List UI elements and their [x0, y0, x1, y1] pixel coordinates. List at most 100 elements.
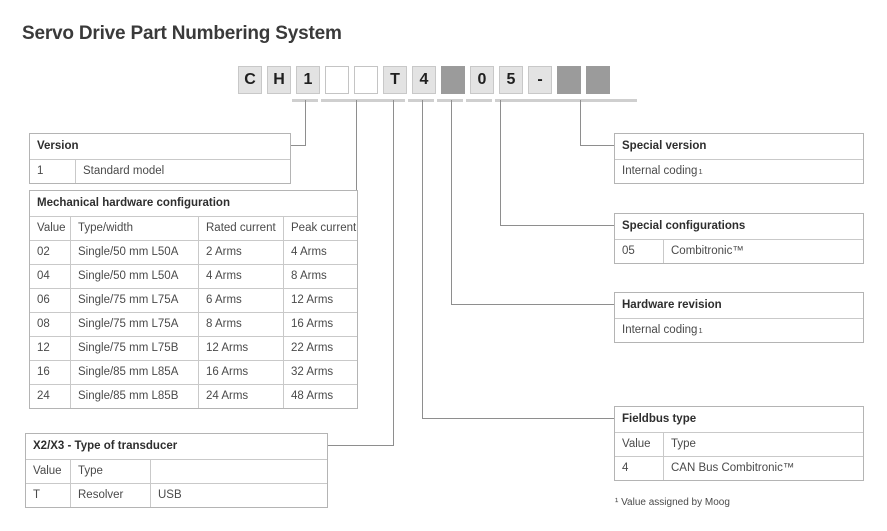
code-box-13[interactable] [586, 66, 610, 94]
leader-special-version-v [580, 100, 581, 145]
special-configurations-title: Special configurations [622, 219, 746, 232]
table-row: Fieldbus type [615, 407, 863, 432]
leader-cap-mechanical [321, 99, 405, 102]
table-row: 16 Single/85 mm L85A 16 Arms 32 Arms [30, 360, 357, 384]
code-box-separator: - [528, 66, 552, 94]
version-desc: Standard model [75, 160, 290, 183]
mechanical-header-peak-current: Peak current [283, 217, 357, 240]
mechanical-cell-rated: 8 Arms [198, 313, 283, 336]
leader-fieldbus-v [422, 100, 423, 418]
transducer-header-type: Type [70, 460, 150, 483]
code-box-2[interactable]: H [267, 66, 291, 94]
mechanical-cell-rated: 2 Arms [198, 241, 283, 264]
table-row: Mechanical hardware configuration [30, 191, 357, 216]
leader-special-configurations-v [500, 100, 501, 225]
table-row: 1 Standard model [30, 159, 290, 183]
page-title: Servo Drive Part Numbering System [22, 23, 342, 44]
mechanical-cell-rated: 4 Arms [198, 265, 283, 288]
mechanical-cell-type: Single/85 mm L85A [70, 361, 198, 384]
code-box-7[interactable]: 4 [412, 66, 436, 94]
mechanical-cell-type: Single/75 mm L75A [70, 313, 198, 336]
leader-version-v [305, 100, 306, 145]
table-row: X2/X3 - Type of transducer [26, 434, 327, 459]
transducer-cell-type: Resolver [70, 484, 150, 507]
mechanical-cell-value: 06 [37, 293, 50, 306]
mechanical-cell-type: Single/50 mm L50A [70, 265, 198, 288]
mechanical-cell-peak: 4 Arms [283, 241, 357, 264]
table-mechanical-hardware-configuration: Mechanical hardware configuration Value … [29, 190, 358, 409]
mechanical-cell-value: 08 [37, 317, 50, 330]
fieldbus-title: Fieldbus type [622, 412, 697, 425]
table-row: 06 Single/75 mm L75A 6 Arms 12 Arms [30, 288, 357, 312]
leader-cap-transducer [408, 99, 434, 102]
special-configurations-value: 05 [622, 244, 635, 257]
code-box-10[interactable]: 5 [499, 66, 523, 94]
mechanical-cell-value: 12 [37, 341, 50, 354]
table-row: Special version [615, 134, 863, 159]
table-fieldbus-type: Fieldbus type Value Type 4 CAN Bus Combi… [614, 406, 864, 481]
mechanical-cell-peak: 16 Arms [283, 313, 357, 336]
transducer-header-value: Value [33, 464, 62, 477]
mechanical-header-type-width: Type/width [70, 217, 198, 240]
hardware-revision-desc-text: Internal coding [622, 323, 698, 336]
fieldbus-cell-value: 4 [622, 461, 629, 474]
code-box-8[interactable] [441, 66, 465, 94]
mechanical-cell-peak: 48 Arms [283, 385, 357, 408]
code-box-4[interactable] [325, 66, 349, 94]
mechanical-cell-peak: 12 Arms [283, 289, 357, 312]
table-header-row: Value Type [26, 459, 327, 483]
mechanical-cell-value: 24 [37, 389, 50, 402]
mechanical-cell-rated: 12 Arms [198, 337, 283, 360]
version-title: Version [37, 139, 79, 152]
leader-special-version-h [580, 145, 614, 146]
fieldbus-header-value: Value [622, 437, 651, 450]
fieldbus-cell-type: CAN Bus Combitronic™ [663, 457, 863, 480]
transducer-cell-interface: USB [150, 484, 327, 507]
table-row: Hardware revision [615, 293, 863, 318]
fieldbus-header-type: Type [663, 433, 863, 456]
version-value: 1 [37, 164, 44, 177]
leader-hardware-revision-v [451, 100, 452, 304]
table-special-configurations: Special configurations 05 Combitronic™ [614, 213, 864, 264]
leader-version-h [290, 145, 306, 146]
code-box-12[interactable] [557, 66, 581, 94]
mechanical-cell-rated: 24 Arms [198, 385, 283, 408]
code-box-3[interactable]: 1 [296, 66, 320, 94]
special-configurations-desc: Combitronic™ [663, 240, 863, 263]
transducer-title: X2/X3 - Type of transducer [33, 439, 178, 452]
table-row: 08 Single/75 mm L75A 8 Arms 16 Arms [30, 312, 357, 336]
leader-cap-special-version [553, 99, 637, 102]
table-row: Version [30, 134, 290, 159]
table-row: 04 Single/50 mm L50A 4 Arms 8 Arms [30, 264, 357, 288]
code-box-9[interactable]: 0 [470, 66, 494, 94]
mechanical-cell-value: 04 [37, 269, 50, 282]
leader-transducer-v [393, 100, 394, 445]
mechanical-cell-peak: 8 Arms [283, 265, 357, 288]
mechanical-title: Mechanical hardware configuration [37, 196, 230, 209]
leader-transducer-h [328, 445, 394, 446]
code-box-6[interactable]: T [383, 66, 407, 94]
table-header-row: Value Type/width Rated current Peak curr… [30, 216, 357, 240]
leader-hardware-revision-h [451, 304, 614, 305]
code-box-5[interactable] [354, 66, 378, 94]
mechanical-cell-type: Single/75 mm L75B [70, 337, 198, 360]
table-row: 4 CAN Bus Combitronic™ [615, 456, 863, 480]
special-version-title: Special version [622, 139, 707, 152]
footnote: ¹ Value assigned by Moog [615, 497, 730, 508]
leader-cap-fieldbus [437, 99, 463, 102]
code-box-1[interactable]: C [238, 66, 262, 94]
leader-cap-hardware-revision [466, 99, 492, 102]
leader-special-configurations-h [500, 225, 614, 226]
mechanical-cell-value: 02 [37, 245, 50, 258]
hardware-revision-title: Hardware revision [622, 298, 722, 311]
leader-mechanical-v [356, 100, 357, 190]
leader-fieldbus-h [422, 418, 614, 419]
leader-cap-special-configurations [495, 99, 579, 102]
mechanical-header-value: Value [37, 221, 66, 234]
mechanical-cell-value: 16 [37, 365, 50, 378]
